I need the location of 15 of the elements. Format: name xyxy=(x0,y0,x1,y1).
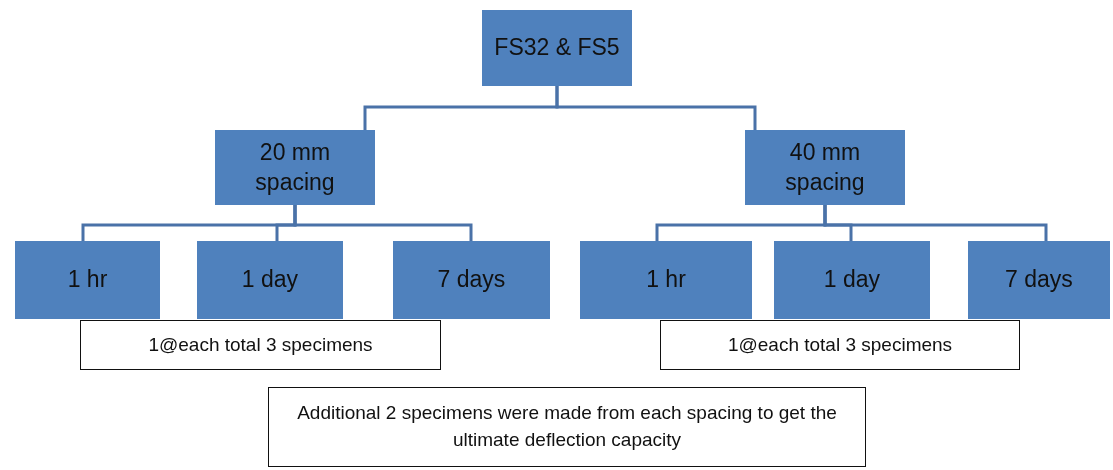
connector-line xyxy=(293,205,473,241)
leaf-box: 1 hr xyxy=(580,241,752,319)
note-box: 1@each total 3 specimens xyxy=(660,320,1020,370)
note-box: Additional 2 specimens were made from each spacing to get the ultimate deflection capacity xyxy=(268,387,866,467)
group-box: 40 mm spacing xyxy=(745,130,905,205)
leaf-box: 7 days xyxy=(968,241,1110,319)
leaf-box: 7 days xyxy=(393,241,550,319)
leaf-box: 1 day xyxy=(197,241,343,319)
connector-line xyxy=(823,205,1048,241)
root-box: FS32 & FS5 xyxy=(482,10,632,86)
connector-line xyxy=(555,86,757,130)
note-box: 1@each total 3 specimens xyxy=(80,320,441,370)
leaf-box: 1 day xyxy=(774,241,930,319)
group-box: 20 mm spacing xyxy=(215,130,375,205)
leaf-box: 1 hr xyxy=(15,241,160,319)
